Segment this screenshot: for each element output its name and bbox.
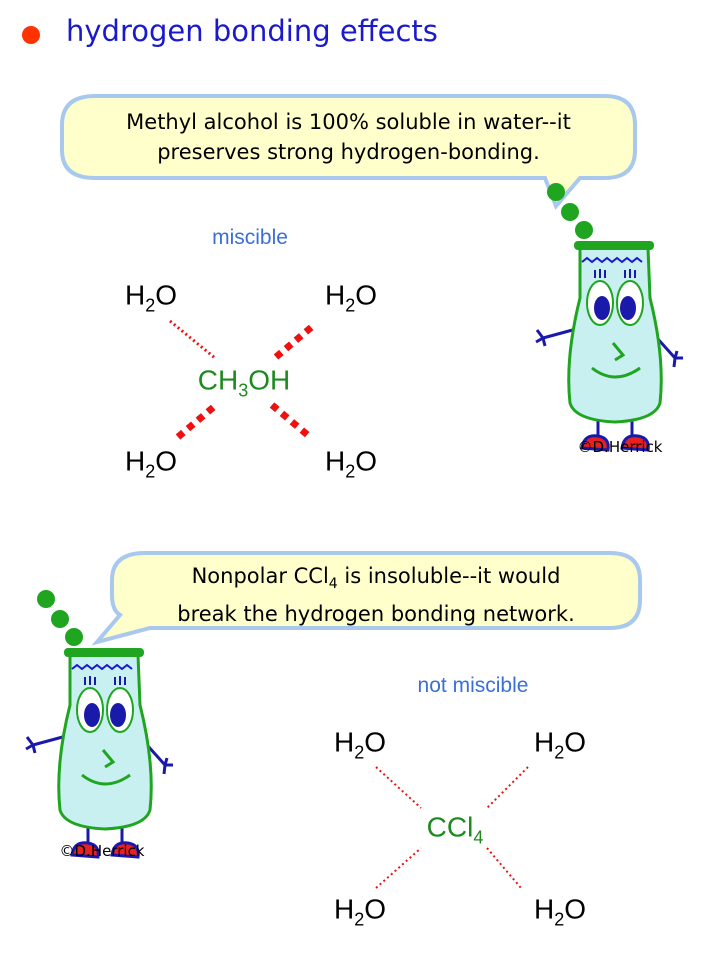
water-formula: H2O <box>533 726 587 763</box>
water-formula: H2O <box>333 893 387 930</box>
bubble-1-text: Methyl alcohol is 100% soluble in water-… <box>62 107 635 167</box>
copyright-text: ©D.Herrick <box>577 438 663 456</box>
not-miscible-label: not miscible <box>417 674 529 697</box>
weak-bond-line <box>169 319 216 360</box>
flask-mascot-icon <box>24 588 175 859</box>
copyright-text: ©D.Herrick <box>59 842 145 860</box>
bubble-line: Nonpolar CCl4 is insoluble--it would <box>191 564 561 593</box>
ccl4-formula: CCl4 <box>426 811 484 848</box>
speech-bubble-2 <box>91 551 642 646</box>
hydrogen-bond-line <box>269 402 313 440</box>
hydrogen-bond-line <box>175 402 219 440</box>
weak-interaction-line <box>486 847 522 889</box>
weak-interaction-line <box>375 847 422 889</box>
hydrogen-bond-line <box>273 322 317 360</box>
water-formula: H2O <box>324 279 378 316</box>
water-formula: H2O <box>333 726 387 763</box>
weak-interaction-line <box>486 766 529 809</box>
bubble-line: break the hydrogen bonding network. <box>177 602 575 627</box>
water-formula: H2O <box>124 445 178 482</box>
bubble-2-text: Nonpolar CCl4 is insoluble--it would bre… <box>112 561 640 629</box>
flask-mascot-icon <box>534 181 685 452</box>
methanol-formula: CH3OH <box>197 364 291 401</box>
miscible-label: miscible <box>212 226 288 249</box>
bubble-line: Methyl alcohol is 100% soluble in water-… <box>126 110 571 134</box>
slide-title: hydrogen bonding effects <box>66 14 438 48</box>
speech-bubble-1 <box>60 94 637 210</box>
weak-interaction-line <box>375 766 422 809</box>
water-formula: H2O <box>124 279 178 316</box>
water-formula: H2O <box>324 445 378 482</box>
bubble-line: preserves strong hydrogen-bonding. <box>157 140 540 164</box>
water-formula: H2O <box>533 893 587 930</box>
bullet-icon <box>22 26 40 44</box>
